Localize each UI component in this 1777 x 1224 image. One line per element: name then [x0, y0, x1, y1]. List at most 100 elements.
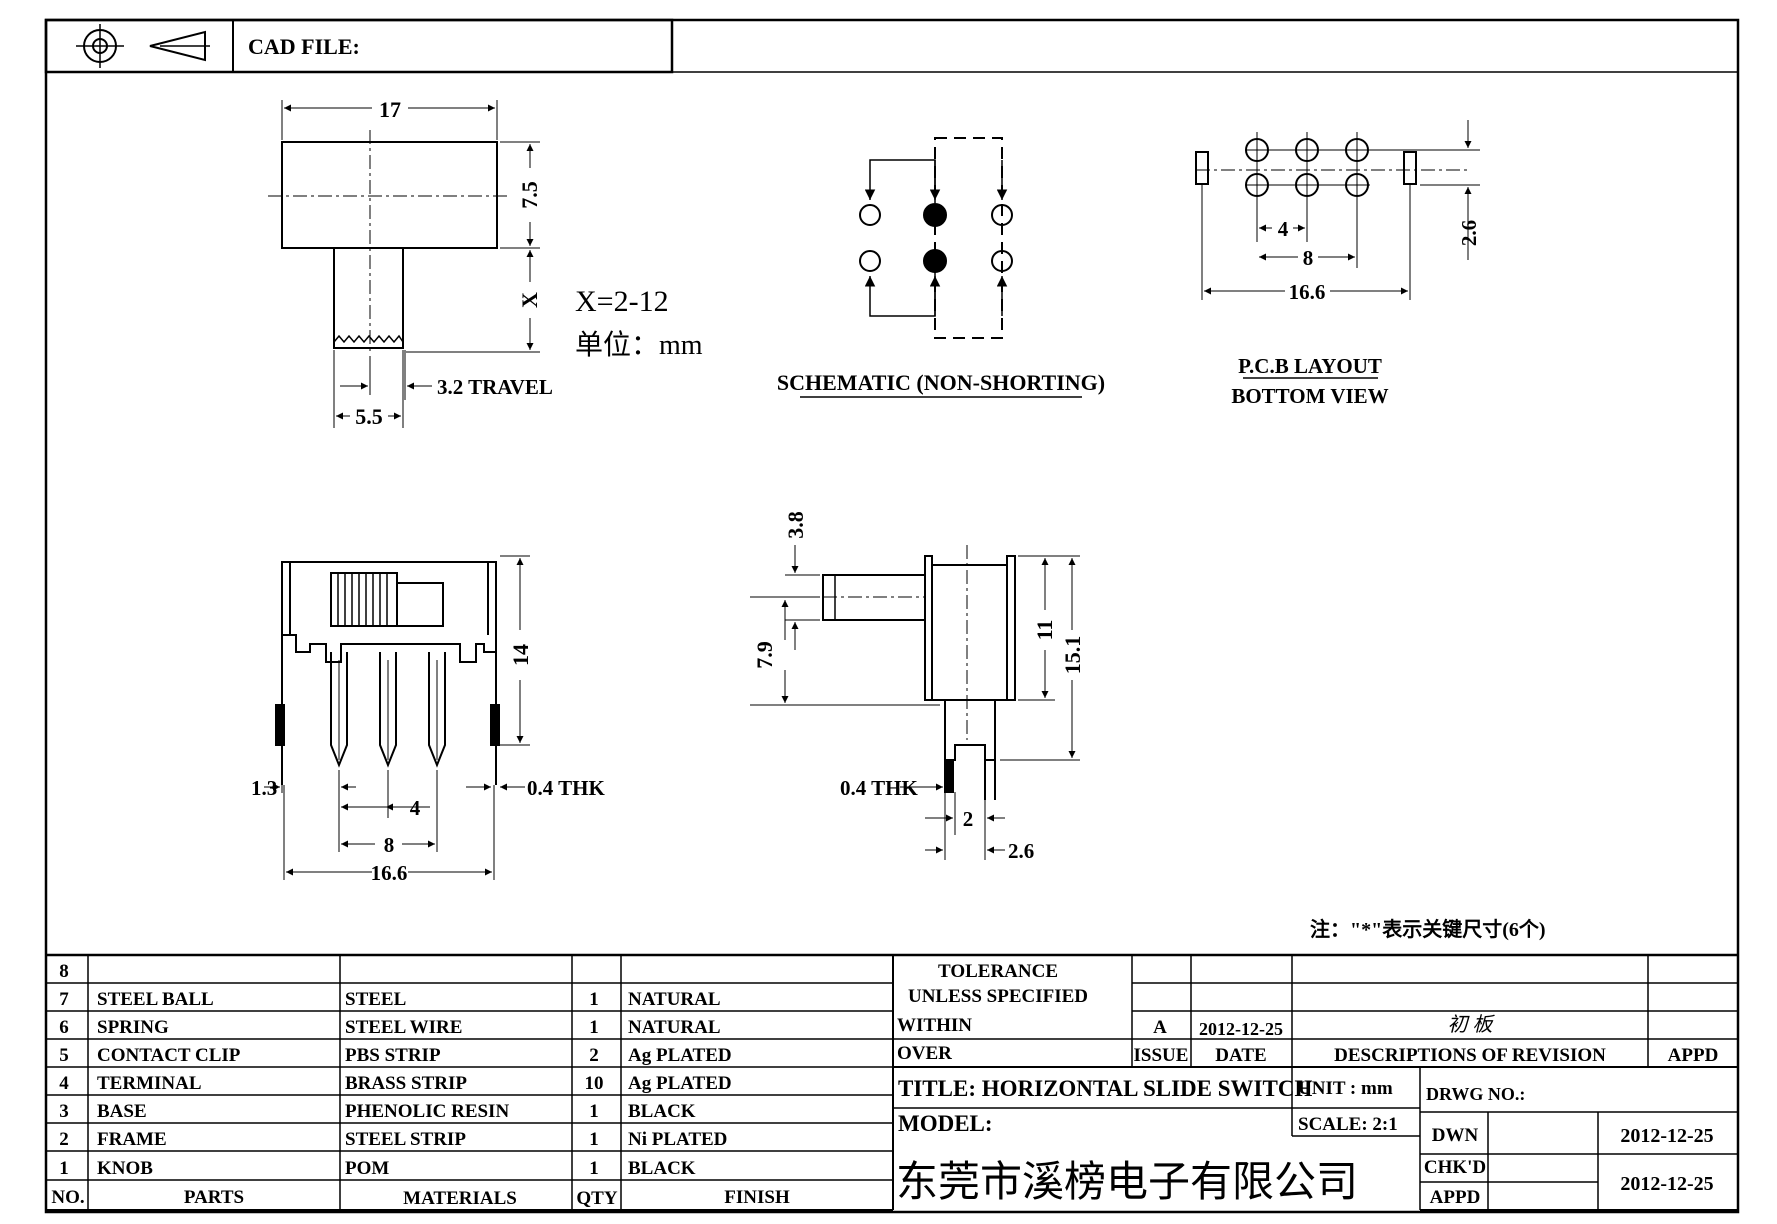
- bom-finish: Ag PLATED: [628, 1045, 732, 1066]
- bom-row: 4 TERMINAL BRASS STRIP 10 Ag PLATED: [59, 1073, 731, 1094]
- bom-rows: 8 7 STEEL BALL STEEL 1 NATURAL 6 SPRING …: [51, 961, 790, 1209]
- dim-pcb-pitch8: 8: [1303, 246, 1314, 270]
- date-label: DATE: [1215, 1045, 1266, 1066]
- bom-finish: BLACK: [628, 1101, 696, 1122]
- bom-part: SPRING: [97, 1017, 169, 1038]
- tolerance-label: TOLERANCE: [938, 961, 1058, 982]
- model-label: MODEL:: [898, 1111, 993, 1136]
- dim-travel: 3.2 TRAVEL: [437, 375, 553, 399]
- dim-knob-width: 5.5: [355, 404, 383, 429]
- bom-qty: 1: [589, 989, 599, 1010]
- projection-symbol-icon: [76, 24, 210, 68]
- bom-material: STEEL WIRE: [345, 1017, 462, 1038]
- company-name: 东莞市溪榜电子有限公司: [896, 1159, 1358, 1206]
- key-dimension-note: 注："*"表示关键尺寸(6个): [1310, 917, 1546, 941]
- dwn-date: 2012-12-25: [1620, 1125, 1713, 1147]
- dim-front-margin: 1.3: [251, 776, 277, 800]
- bom-row: 5 CONTACT CLIP PBS STRIP 2 Ag PLATED: [59, 1045, 731, 1066]
- issue-date: 2012-12-25: [1199, 1019, 1283, 1039]
- x-range-note: X=2-12: [575, 285, 669, 318]
- drawing-title: TITLE: HORIZONTAL SLIDE SWITCH: [898, 1076, 1312, 1101]
- scale-label: SCALE: 2:1: [1298, 1114, 1398, 1135]
- bom-qty: 1: [589, 1129, 599, 1150]
- bom-header-part: PARTS: [184, 1187, 244, 1208]
- bom-row: 2 FRAME STEEL STRIP 1 Ni PLATED: [59, 1129, 727, 1150]
- bom-header-material: MATERIALS: [403, 1188, 517, 1209]
- schematic-label: SCHEMATIC (NON-SHORTING): [777, 370, 1105, 395]
- bom-material: PBS STRIP: [345, 1045, 441, 1066]
- bom-row: 1 KNOB POM 1 BLACK: [59, 1158, 696, 1179]
- title-block-text: TOLERANCE UNLESS SPECIFIED WITHIN OVER A…: [896, 961, 1718, 1208]
- pcb-label-1: P.C.B LAYOUT: [1238, 354, 1382, 378]
- bom-material: STEEL: [345, 989, 406, 1010]
- dim-front-pitch8: 8: [384, 833, 395, 857]
- bom-part: CONTACT CLIP: [97, 1045, 241, 1066]
- drwg-no-label: DRWG NO.:: [1426, 1084, 1525, 1104]
- dim-front-width: 16.6: [371, 861, 408, 885]
- sheet-border: [44, 18, 1740, 1214]
- dim-side-thk: 0.4 THK: [840, 776, 918, 800]
- bom-finish: Ni PLATED: [628, 1129, 727, 1150]
- chkd-label: CHK'D: [1424, 1157, 1486, 1178]
- bom-part: FRAME: [97, 1129, 167, 1150]
- dim-front-height: 14: [508, 644, 533, 666]
- bom-header-no: NO.: [51, 1187, 84, 1208]
- bom-no: 8: [59, 961, 69, 982]
- bom-qty: 10: [585, 1073, 604, 1094]
- side-view: [750, 545, 1080, 860]
- dim-front-pitch4: 4: [410, 796, 421, 820]
- bom-part: TERMINAL: [97, 1073, 202, 1094]
- dim-pcb-row: 2.6: [1457, 220, 1481, 246]
- dim-pcb-width: 16.6: [1289, 280, 1326, 304]
- dim-side-body: 11: [1032, 620, 1057, 641]
- bom-qty: 2: [589, 1045, 599, 1066]
- front-view: [264, 555, 530, 880]
- unit-label: UNIT : mm: [1298, 1078, 1393, 1099]
- dim-top-width: 17: [379, 97, 401, 122]
- bom-part: STEEL BALL: [97, 989, 214, 1010]
- pcb-layout: [1195, 120, 1480, 379]
- bom-qty: 1: [589, 1158, 599, 1179]
- title-block: [893, 955, 1738, 1211]
- bom-row: 6 SPRING STEEL WIRE 1 NATURAL: [59, 1017, 720, 1038]
- bom-finish: BLACK: [628, 1158, 696, 1179]
- unit-note: 单位：mm: [575, 329, 703, 361]
- header-box: CAD FILE:: [44, 18, 1738, 74]
- bom-part: KNOB: [97, 1158, 153, 1179]
- dim-top-height: 7.5: [517, 181, 542, 209]
- issue-label: ISSUE: [1134, 1045, 1189, 1066]
- dim-pcb-pitch4: 4: [1278, 217, 1289, 241]
- bom-row: 8: [59, 961, 69, 982]
- bom-material: POM: [345, 1158, 389, 1179]
- top-view: [268, 100, 540, 428]
- dim-side-knob: 3.8: [783, 511, 808, 539]
- schematic: [800, 137, 1082, 398]
- bom-qty: 1: [589, 1101, 599, 1122]
- dim-x: X: [517, 292, 542, 308]
- dim-front-thk: 0.4 THK: [527, 776, 605, 800]
- bom-part: BASE: [97, 1101, 147, 1122]
- bom-no: 5: [59, 1045, 69, 1066]
- cad-file-label: CAD FILE:: [248, 34, 360, 59]
- bom-no: 2: [59, 1129, 69, 1150]
- bom-finish: NATURAL: [628, 1017, 721, 1038]
- revision-description: 初 板: [1448, 1014, 1496, 1036]
- bom-row: 3 BASE PHENOLIC RESIN 1 BLACK: [59, 1101, 696, 1122]
- bom-no: 4: [59, 1073, 69, 1094]
- unless-label: UNLESS SPECIFIED: [908, 986, 1088, 1007]
- appd2-label: APPD: [1430, 1187, 1481, 1208]
- over-label: OVER: [897, 1043, 952, 1064]
- dim-side-gap: 2: [963, 807, 974, 831]
- within-label: WITHIN: [897, 1015, 972, 1036]
- bom-row: 7 STEEL BALL STEEL 1 NATURAL: [59, 989, 720, 1010]
- bom-header-row: NO. PARTS MATERIALS QTY FINISH: [51, 1187, 790, 1209]
- bom-no: 7: [59, 989, 69, 1010]
- bom-header-qty: QTY: [576, 1188, 617, 1209]
- issue-value: A: [1153, 1017, 1167, 1038]
- bom-no: 3: [59, 1101, 69, 1122]
- bom-finish: Ag PLATED: [628, 1073, 732, 1094]
- bom-no: 1: [59, 1158, 69, 1179]
- dim-side-knob-pos: 7.9: [752, 641, 777, 669]
